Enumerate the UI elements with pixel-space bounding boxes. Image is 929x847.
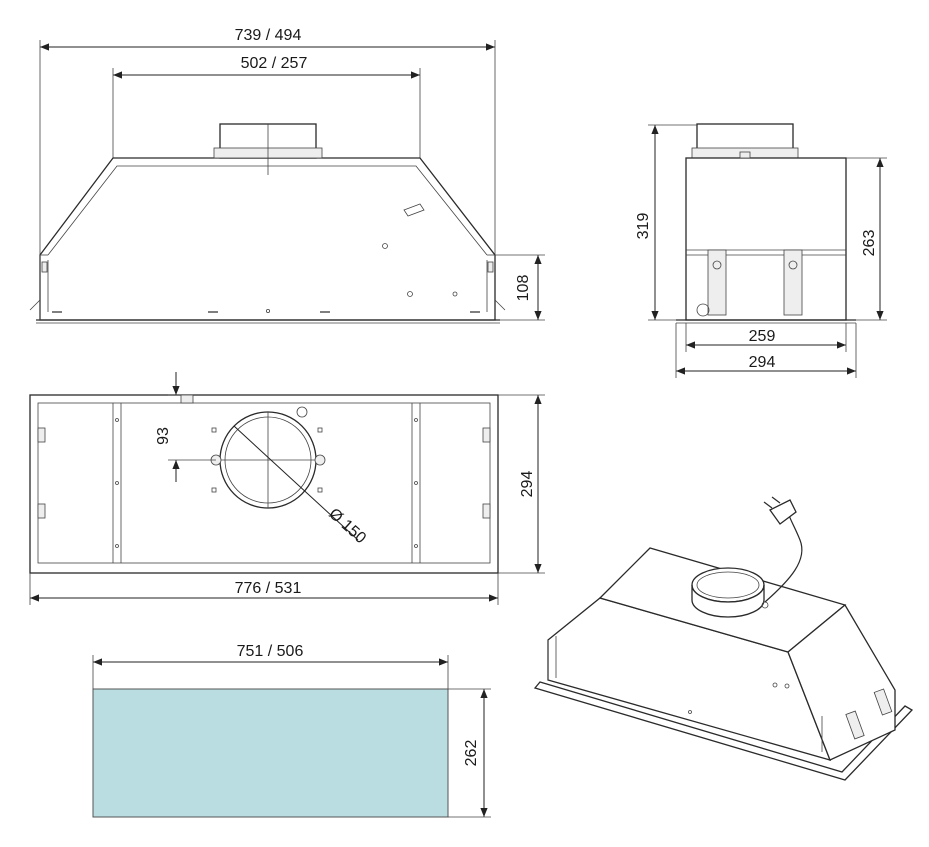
diameter-leader-line (233, 425, 359, 541)
hood-right-face (787, 604, 896, 761)
body-height-label: 263 (861, 230, 878, 257)
overall-width-label: 739 / 494 (235, 27, 302, 44)
offset-label: 93 (155, 427, 172, 445)
isometric-view (533, 496, 914, 781)
cutout-rectangle (92, 688, 449, 818)
total-height-label: 319 (635, 213, 652, 240)
cutout-width-label: 751 / 506 (237, 643, 304, 660)
power-cable (764, 511, 803, 603)
top-depth-label: 294 (519, 471, 536, 498)
front-view: 739 / 494 502 / 257 108 (29, 27, 545, 324)
power-plug (769, 499, 797, 525)
outer-depth-label: 294 (749, 354, 776, 371)
side-view: 319 263 259 294 (635, 123, 887, 378)
cutout-view: 751 / 506 262 (92, 643, 491, 818)
cutout-height-label: 262 (463, 740, 480, 767)
hood-body-front (39, 157, 496, 321)
length-label: 776 / 531 (235, 580, 302, 597)
side-height-label: 108 (515, 275, 532, 302)
top-view: Ø 150 93 294 776 / 531 (29, 372, 545, 605)
inner-depth-label: 259 (749, 328, 776, 345)
top-width-label: 502 / 257 (241, 55, 308, 72)
